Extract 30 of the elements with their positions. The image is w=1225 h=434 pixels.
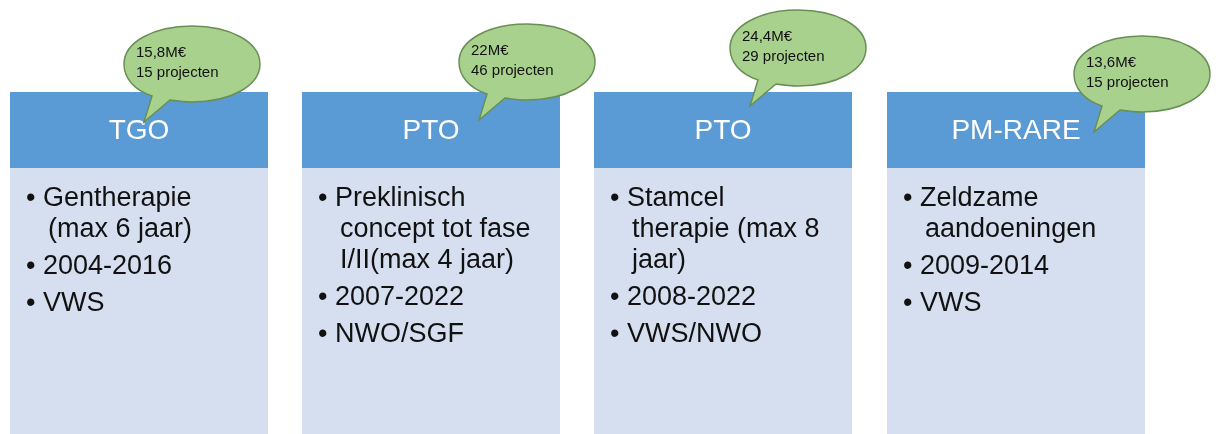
bullet-item: • 2009-2014 bbox=[903, 250, 1051, 282]
header-bar: PTO bbox=[302, 92, 560, 168]
bubble-text: 15 projecten bbox=[1086, 71, 1169, 91]
bullet-item: • Zeldzame aandoeningen bbox=[903, 182, 1098, 245]
speech-bubble bbox=[728, 8, 868, 108]
bubble-text: 22M€ bbox=[471, 40, 509, 60]
bullet-item: • VWS/NWO bbox=[610, 318, 763, 350]
bullet-item: • Preklinisch concept tot fase I/II(max 4 jaar) bbox=[318, 182, 532, 276]
bullet-item: • 2008-2022 bbox=[610, 281, 758, 313]
bubble-text: 15,8M€ bbox=[136, 42, 187, 62]
bubble-text: 13,6M€ bbox=[1086, 52, 1137, 72]
speech-bubble bbox=[457, 22, 597, 122]
bullet-item: • Stamcel therapie (max 8 jaar) bbox=[610, 182, 821, 276]
bubble-text: 15 projecten bbox=[136, 61, 219, 81]
bubble-text: 29 projecten bbox=[742, 45, 825, 65]
header-bar: PM-RARE bbox=[887, 92, 1145, 168]
bullet-item: • 2004-2016 bbox=[26, 250, 174, 282]
text-panel bbox=[10, 168, 268, 434]
bubble-text: 24,4M€ bbox=[742, 26, 793, 46]
text-panel bbox=[594, 168, 852, 434]
bubble-text: 46 projecten bbox=[471, 59, 554, 79]
text-panel bbox=[887, 168, 1145, 434]
bullet-item: • NWO/SGF bbox=[318, 318, 465, 350]
text-panel bbox=[302, 168, 560, 434]
bullet-item: • VWS bbox=[26, 287, 106, 319]
header-bar: PTO bbox=[594, 92, 852, 168]
bullet-item: • VWS bbox=[903, 287, 983, 319]
bullet-item: • 2007-2022 bbox=[318, 281, 466, 313]
bullet-item: • Gentherapie (max 6 jaar) bbox=[26, 182, 194, 245]
header-bar: TGO bbox=[10, 92, 268, 168]
